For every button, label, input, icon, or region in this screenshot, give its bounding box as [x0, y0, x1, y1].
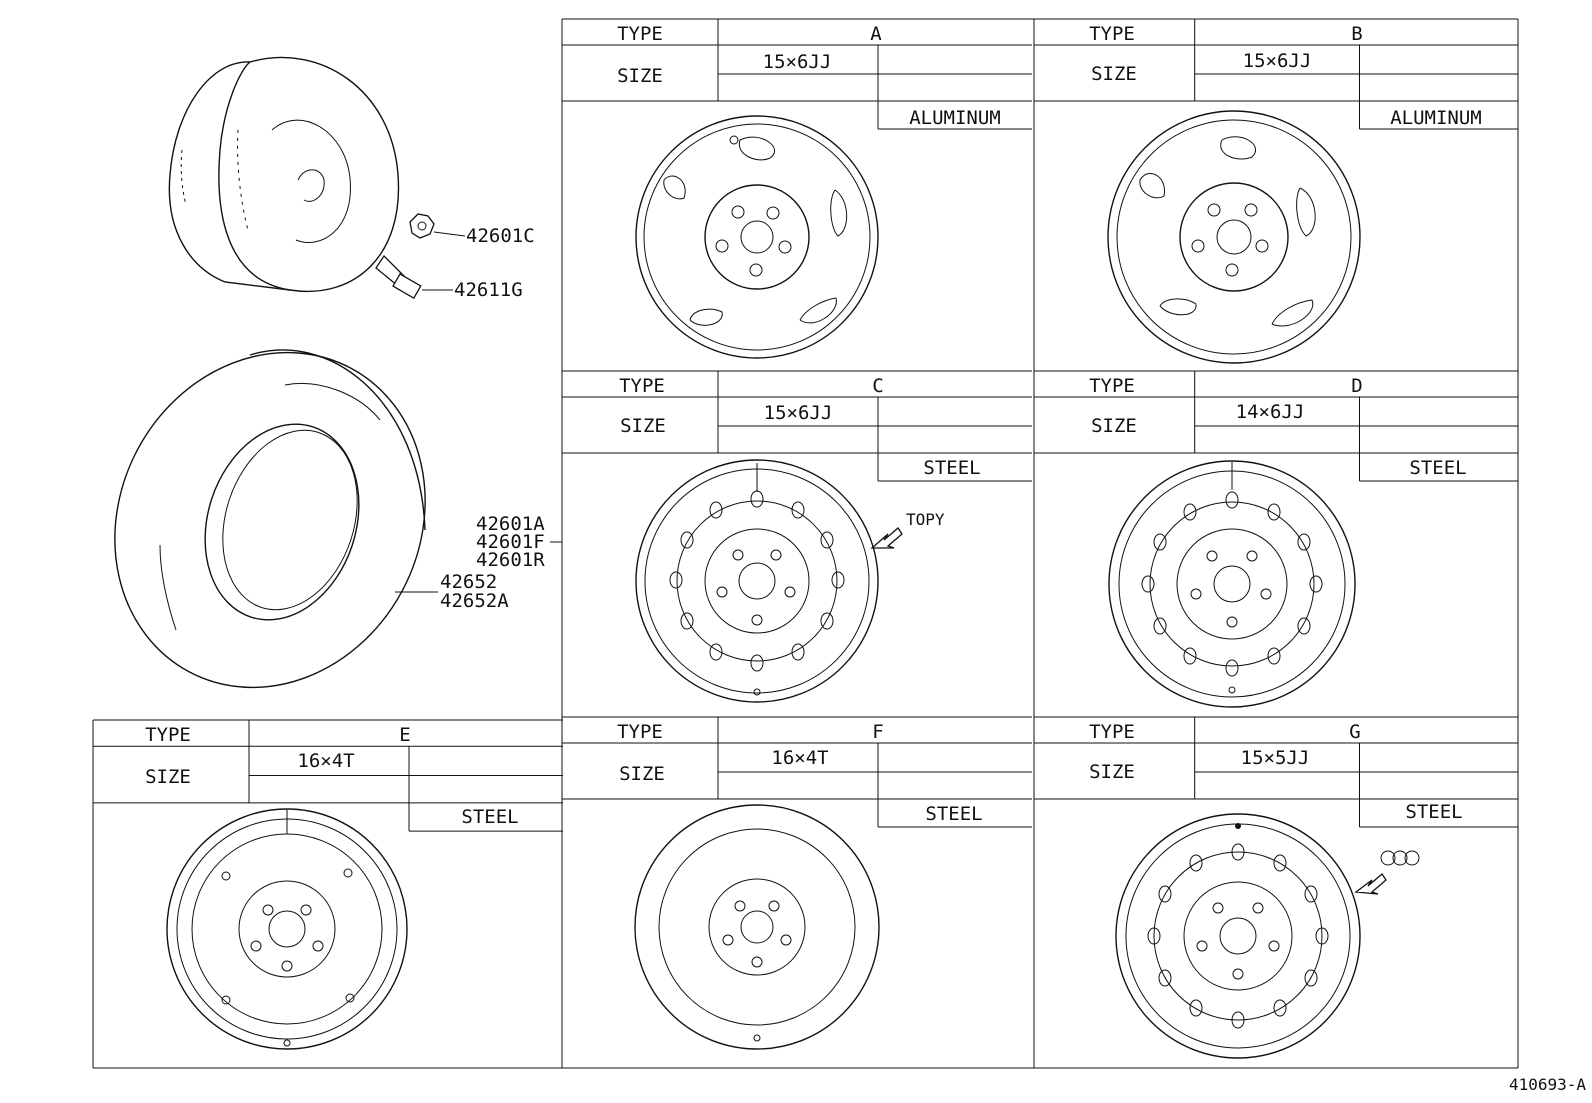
material-label: ALUMINUM — [909, 107, 1001, 129]
material-label: STEEL — [923, 457, 980, 479]
alloy-wheel-drawing — [1107, 110, 1361, 364]
pointer-arrow-icon — [1354, 873, 1387, 895]
wheel-drawing — [168, 56, 400, 292]
size-value: 15×6JJ — [764, 402, 833, 424]
table-frame — [92, 18, 1519, 1069]
size-label: SIZE — [1089, 761, 1135, 783]
type-label: TYPE — [619, 375, 665, 397]
type-label: TYPE — [1089, 23, 1135, 45]
size-label: SIZE — [617, 65, 663, 87]
size-value: 15×6JJ — [763, 51, 832, 73]
pointer-arrow-icon — [870, 527, 903, 549]
wheel-cell-g: TYPE G SIZE 15×5JJ STEEL — [1033, 716, 1519, 1059]
wheel-cell-d: TYPE D SIZE 14×6JJ STEEL — [1033, 370, 1519, 708]
part-wheel-label-3: 42601R — [476, 549, 545, 571]
type-label: TYPE — [1089, 375, 1135, 397]
part-wheel-label-1: 42601A — [476, 513, 545, 535]
wheel-cell-f: TYPE F SIZE 16×4T STEEL — [561, 716, 1033, 1050]
part-tire-label-1: 42652 — [440, 571, 497, 593]
size-label: SIZE — [145, 766, 191, 788]
steel-wheel-drawing — [634, 804, 880, 1050]
size-value: 14×6JJ — [1236, 401, 1305, 423]
part-tire-label-2: 42652A — [440, 590, 509, 612]
valve-stem-icon — [375, 254, 453, 300]
steel-wheel-drawing — [1115, 813, 1361, 1059]
size-label: SIZE — [1091, 63, 1137, 85]
maker-note-label: TOPY — [906, 510, 945, 529]
part-wheel-label-2: 42601F — [476, 531, 545, 553]
type-label: TYPE — [1089, 721, 1135, 743]
size-value: 15×5JJ — [1241, 747, 1310, 769]
size-value: 16×4T — [297, 750, 354, 772]
type-label: TYPE — [617, 23, 663, 45]
alloy-wheel-drawing — [635, 115, 879, 359]
steel-wheel-drawing — [1108, 460, 1356, 708]
type-label: TYPE — [145, 724, 191, 746]
balance-weight-icon — [1380, 850, 1420, 866]
tire-drawing — [114, 349, 438, 689]
wheel-cell-e: TYPE E SIZE 16×4T STEEL — [92, 719, 564, 1050]
size-label: SIZE — [1091, 415, 1137, 437]
part-valve-label: 42611G — [454, 279, 523, 301]
type-value: A — [870, 23, 882, 45]
nut-icon — [409, 213, 466, 239]
type-value: E — [399, 724, 410, 746]
steel-wheel-drawing — [635, 459, 879, 703]
size-value: 15×6JJ — [1243, 50, 1312, 72]
size-label: SIZE — [619, 763, 665, 785]
figure-id: 410693-A — [1509, 1075, 1586, 1094]
steel-wheel-drawing — [166, 808, 408, 1050]
wheel-cell-b: TYPE B SIZE 15×6JJ ALUMINUM — [1033, 18, 1519, 364]
material-label: STEEL — [1409, 457, 1466, 479]
material-label: STEEL — [461, 806, 518, 828]
type-label: TYPE — [617, 721, 663, 743]
type-value: C — [872, 375, 883, 397]
material-label: STEEL — [1405, 801, 1462, 823]
type-value: B — [1351, 23, 1362, 45]
wheel-cell-a: TYPE A SIZE 15×6JJ ALUMINUM — [561, 18, 1033, 359]
size-value: 16×4T — [771, 747, 828, 769]
material-label: STEEL — [925, 803, 982, 825]
wheel-cell-c: TYPE C SIZE 15×6JJ STEEL TOPY — [561, 370, 1033, 703]
part-nut-label: 42601C — [466, 225, 535, 247]
type-value: G — [1349, 721, 1360, 743]
material-label: ALUMINUM — [1390, 107, 1482, 129]
type-value: D — [1351, 375, 1362, 397]
type-value: F — [872, 721, 883, 743]
size-label: SIZE — [620, 415, 666, 437]
